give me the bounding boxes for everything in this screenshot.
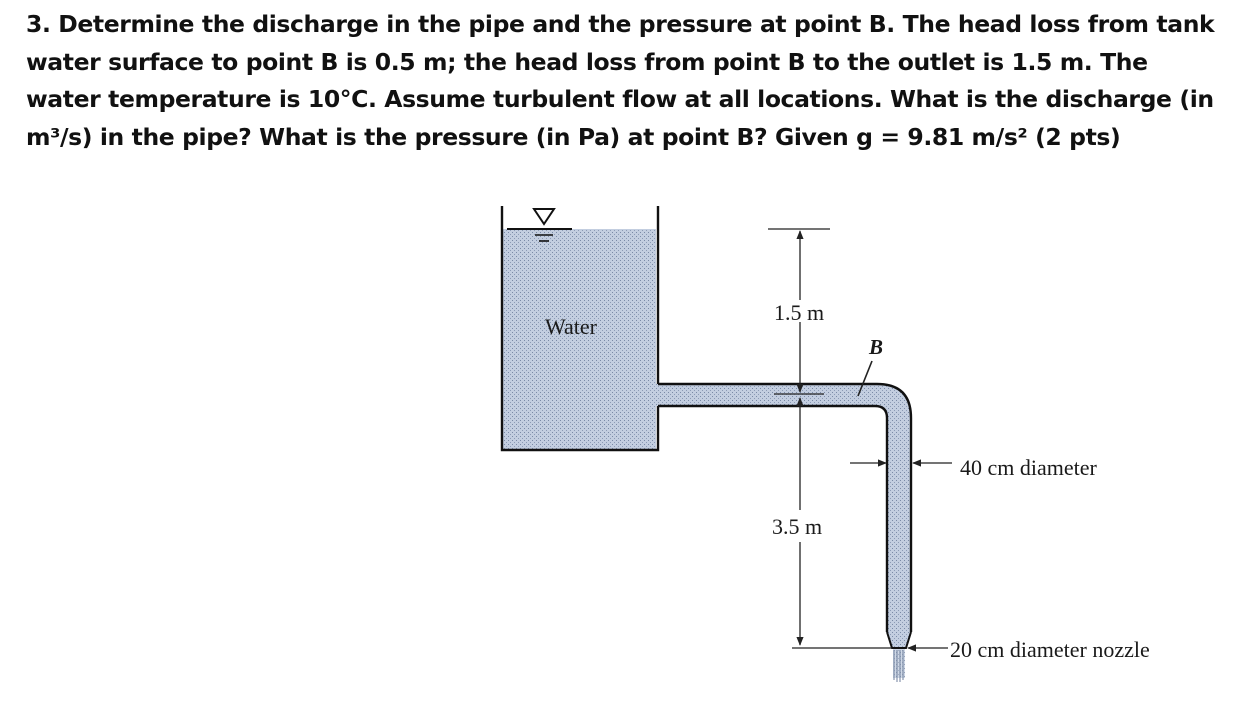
pipe-top-wall [658,382,913,632]
tank-label: Water [545,314,598,339]
outlet-jet [893,650,904,682]
nozzle [886,631,912,649]
upper-height-label: 1.5 m [774,300,824,325]
tank-walls [500,206,660,452]
question-text: 3. Determine the discharge in the pipe a… [26,10,1215,151]
water-surface-icon [507,208,572,242]
lower-height-label: 3.5 m [772,514,822,539]
point-b-leader [857,360,873,397]
pipe-bottom-wall [658,404,889,632]
lower-height-dimension [792,397,892,649]
upper-height-dimension [768,228,830,395]
nozzle-diameter-label: 20 cm diameter nozzle [950,637,1150,662]
pipe-diameter-label: 40 cm diameter [960,455,1098,480]
point-b-label: B [868,335,883,359]
water-body [503,229,911,678]
